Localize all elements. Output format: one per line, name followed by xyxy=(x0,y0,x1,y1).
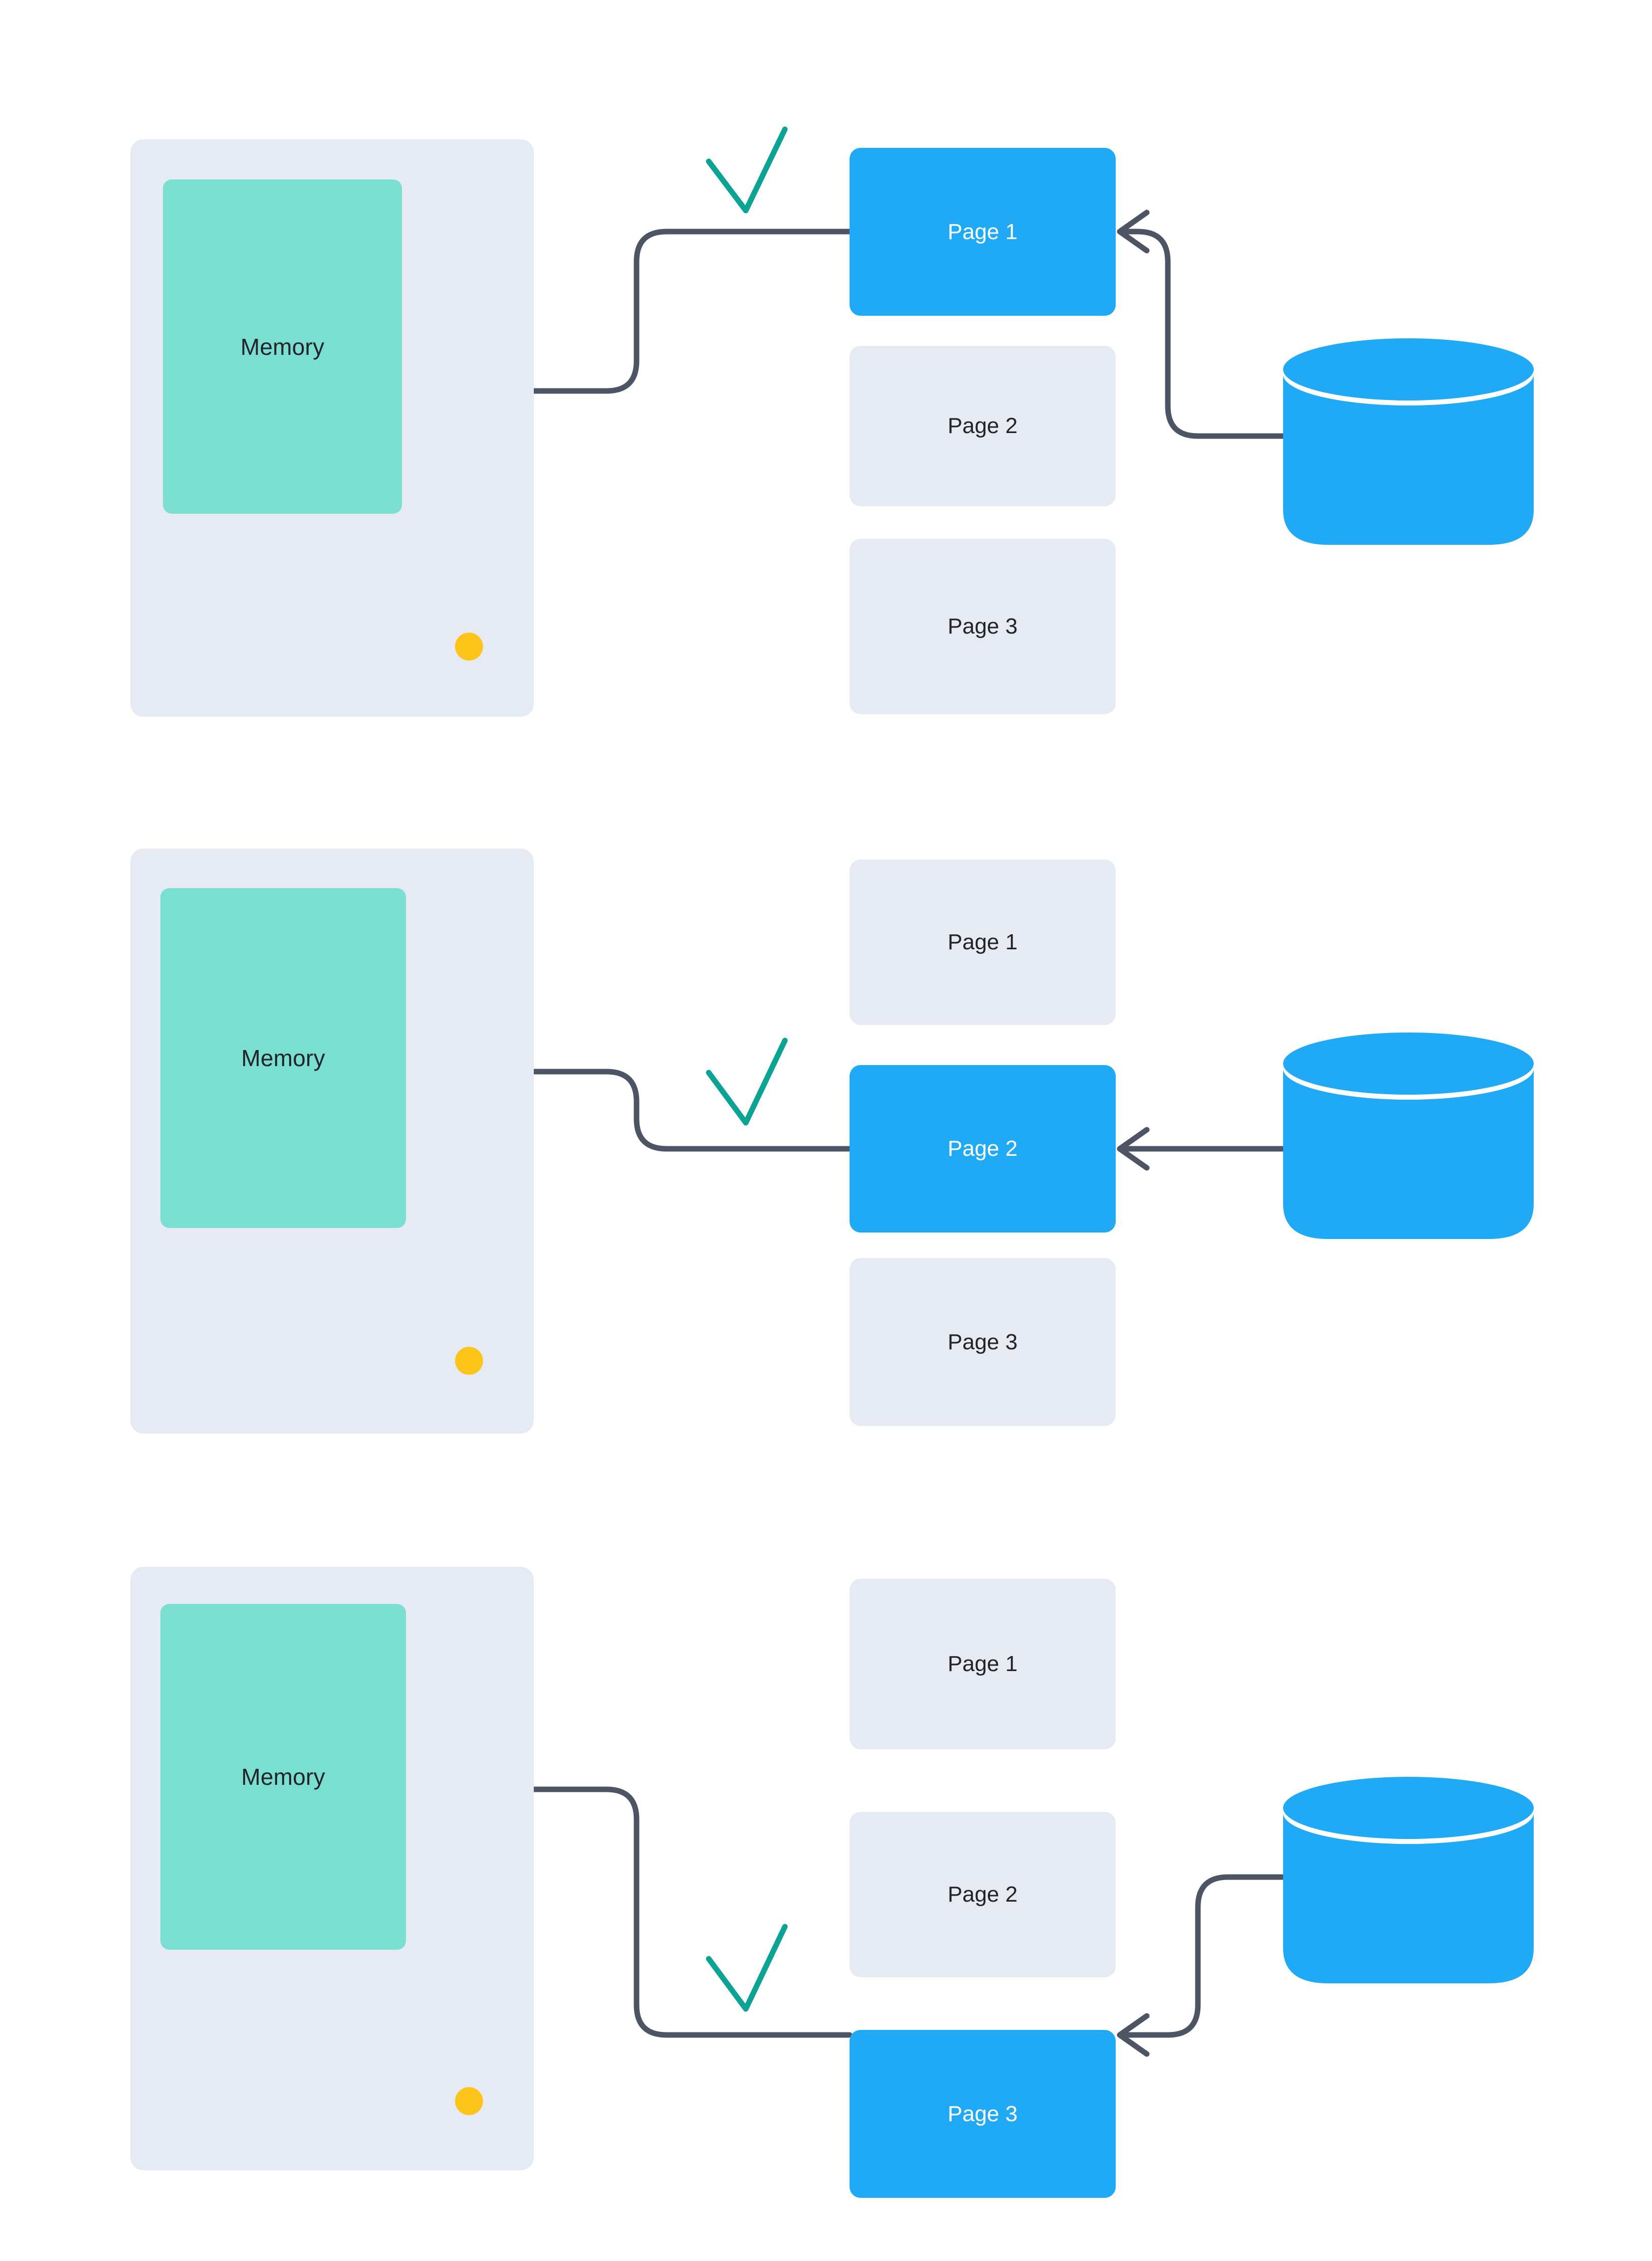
page-box-1-2[interactable]: Page 2 xyxy=(850,346,1116,506)
page-label: Page 3 xyxy=(947,614,1018,639)
page-label: Page 1 xyxy=(947,1652,1018,1676)
page-box-2-2[interactable]: Page 2 xyxy=(850,1065,1116,1232)
memory-label: Memory xyxy=(241,1764,325,1790)
app-logo-icon xyxy=(455,625,497,669)
app-logo-icon xyxy=(455,2079,497,2123)
datasource-cylinder-2[interactable]: Data Source xyxy=(1283,1033,1652,1239)
cylinder-shape xyxy=(1283,1033,1534,1239)
page-box-3-3[interactable]: Page 3 xyxy=(850,2030,1116,2198)
page-label: Page 1 xyxy=(947,219,1018,244)
page-box-3-2[interactable]: Page 2 xyxy=(850,1812,1116,1977)
page-label: Page 2 xyxy=(947,414,1018,438)
step-panel-3: Memory Page 1 Page 2 Page 3 Data Source xyxy=(0,0,1652,2198)
page-label: Page 2 xyxy=(947,1136,1018,1161)
cylinder-shape xyxy=(1283,338,1534,545)
page-box-2-1[interactable]: Page 1 xyxy=(850,860,1116,1025)
check-mark-2 xyxy=(706,1038,788,1126)
page-box-2-3[interactable]: Page 3 xyxy=(850,1258,1116,1426)
memory-card-3: Memory xyxy=(130,1567,534,2170)
datasource-label: Data Source xyxy=(1597,448,1652,473)
memory-card-1: Memory xyxy=(130,139,534,717)
check-mark-3 xyxy=(706,1924,788,2012)
step-panel-1: Memory Page 1 Page 2 Page 3 Data Source xyxy=(0,0,1652,752)
datasource-cylinder-1[interactable]: Data Source xyxy=(1283,338,1652,545)
link-datasource-to-page3 xyxy=(1118,1874,1286,2038)
datasource-label: Data Source xyxy=(1597,1887,1652,1911)
memory-card-2: Memory xyxy=(130,849,534,1433)
memory-box-1[interactable]: Memory xyxy=(163,179,402,514)
arrowhead-page3 xyxy=(1117,2013,1150,2057)
datasource-cylinder-3[interactable]: Data Source xyxy=(1283,1777,1652,1983)
memory-box-2[interactable]: Memory xyxy=(160,888,406,1228)
page-label: Page 1 xyxy=(947,930,1018,954)
page-box-1-3[interactable]: Page 3 xyxy=(850,539,1116,714)
page-box-1-1[interactable]: Page 1 xyxy=(850,148,1116,316)
memory-box-3[interactable]: Memory xyxy=(160,1604,406,1950)
memory-label: Memory xyxy=(240,333,325,360)
page-box-3-1[interactable]: Page 1 xyxy=(850,1579,1116,1749)
page-label: Page 3 xyxy=(947,1329,1018,1354)
datasource-label: Data Source xyxy=(1597,1142,1652,1167)
page-label: Page 2 xyxy=(947,1882,1018,1907)
page-label: Page 3 xyxy=(947,2101,1018,2126)
app-logo-icon xyxy=(455,1339,497,1383)
arrowhead-page2 xyxy=(1117,1127,1150,1171)
step-panel-2: Memory Page 1 Page 2 Page 3 Data Source xyxy=(0,0,1652,1433)
cylinder-shape xyxy=(1283,1777,1534,1983)
memory-label: Memory xyxy=(241,1045,325,1071)
